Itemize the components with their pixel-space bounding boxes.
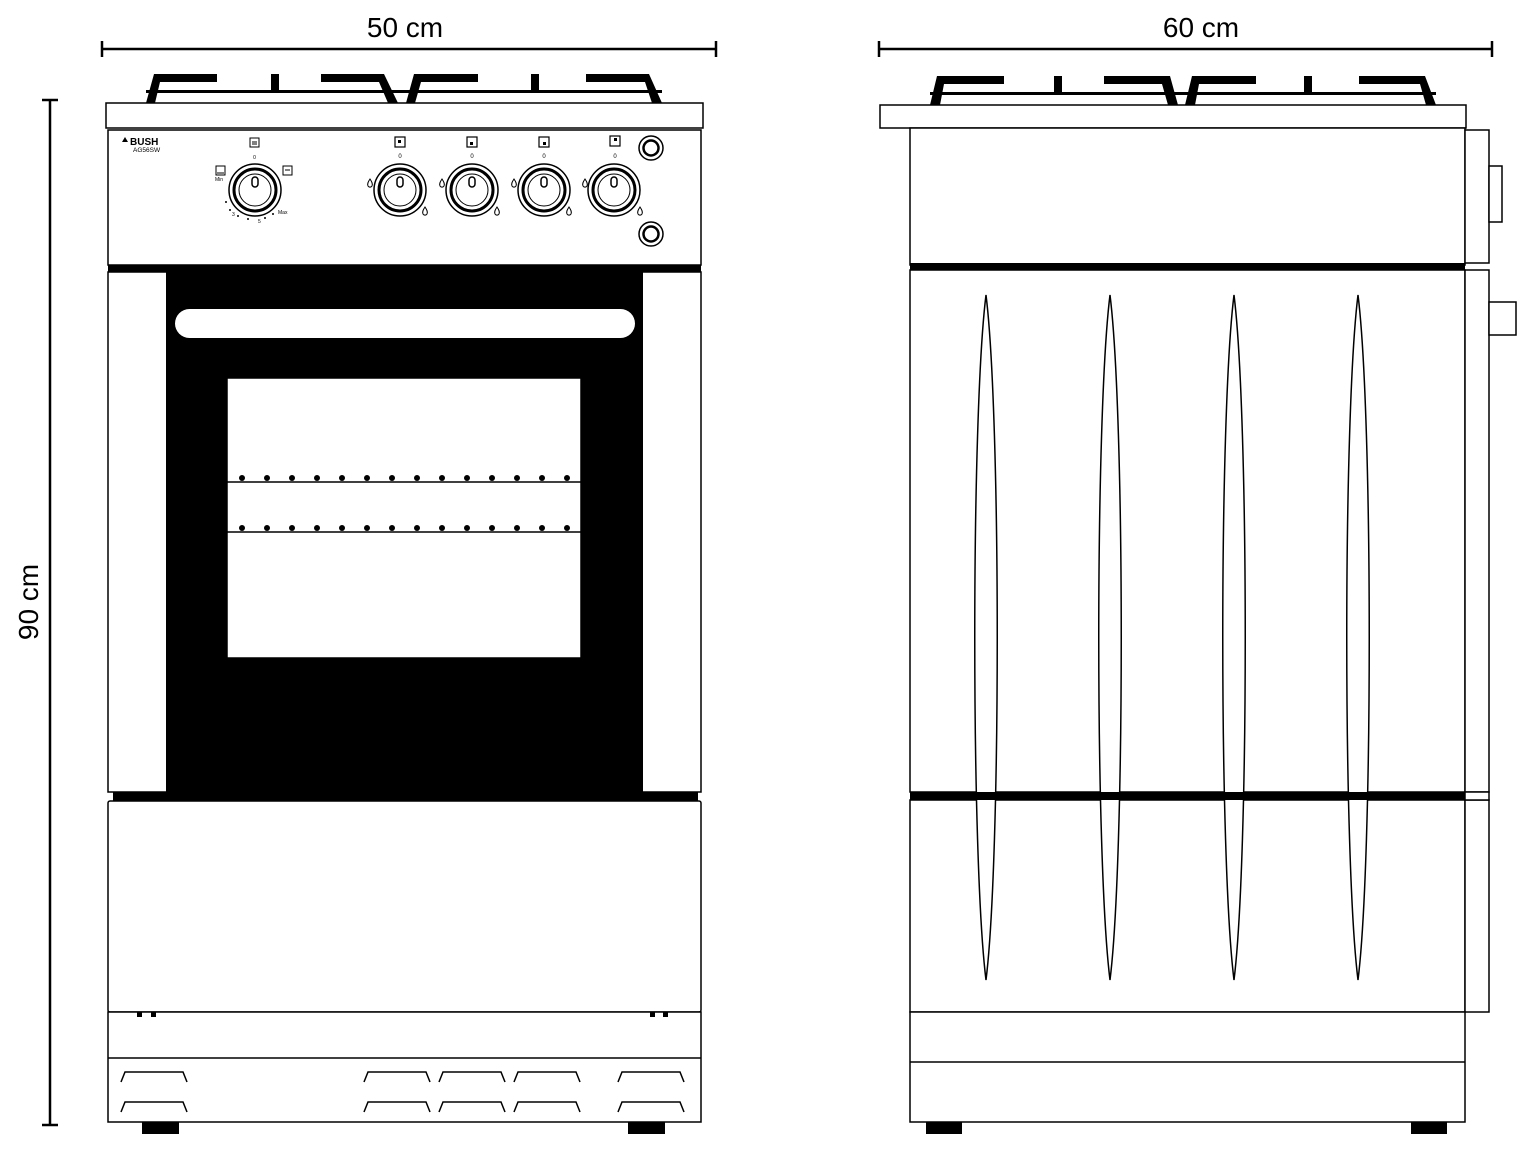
burner-knob-4: 0 xyxy=(582,135,643,218)
side-oven-section xyxy=(909,269,1466,793)
depth-label: 60 cm xyxy=(1163,12,1239,43)
shelf-dot xyxy=(514,475,520,481)
shelf-dot xyxy=(289,525,295,531)
width-dimension: 50 cm xyxy=(100,12,718,57)
side-handle-profile xyxy=(1488,301,1517,336)
shelf-dot xyxy=(464,525,470,531)
side-view xyxy=(879,76,1517,1134)
burner-knob-3-zero: 0 xyxy=(542,154,546,160)
shelf-dot xyxy=(364,525,370,531)
side-panel-ribs xyxy=(910,294,1490,981)
shelf-dot xyxy=(489,475,495,481)
oven-door-handle xyxy=(175,309,635,338)
front-plinth xyxy=(107,1011,702,1123)
front-view: BUSH AG56SW 0 Min Max 3 5 xyxy=(105,74,704,1134)
burner-knob-3: 0 xyxy=(511,136,572,218)
oven-temperature-knob: 0 Min Max 3 5 xyxy=(215,137,293,225)
burner-knob-1: 0 xyxy=(367,136,428,218)
burner-knob-2-zero: 0 xyxy=(470,154,474,160)
shelf-dot xyxy=(564,475,570,481)
shelf-dot xyxy=(389,475,395,481)
brand-name: BUSH xyxy=(130,137,158,148)
shelf-dot xyxy=(314,475,320,481)
shelf-dot xyxy=(539,525,545,531)
side-control-profile xyxy=(1464,129,1490,264)
shelf-dot xyxy=(539,475,545,481)
shelf-dot xyxy=(239,525,245,531)
oven-door xyxy=(107,271,702,793)
side-drawer-section xyxy=(909,799,1466,1013)
shelf-dot xyxy=(314,525,320,531)
oven-shelf-upper-dots xyxy=(239,475,570,481)
side-foot-right xyxy=(1411,1122,1447,1134)
side-door-profile xyxy=(1464,269,1490,793)
burner-knob-4-zero: 0 xyxy=(613,154,617,160)
brand-logo-icon xyxy=(122,137,128,142)
shelf-dot xyxy=(414,475,420,481)
control-panel: BUSH AG56SW 0 Min Max 3 5 xyxy=(107,129,702,266)
side-control-section xyxy=(909,127,1466,266)
side-knob-profile xyxy=(1488,165,1503,223)
width-label: 50 cm xyxy=(367,12,443,43)
shelf-dot xyxy=(339,525,345,531)
oven-knob-min: Min xyxy=(215,177,223,183)
shelf-dot xyxy=(464,475,470,481)
shelf-dot xyxy=(564,525,570,531)
ignition-button xyxy=(638,135,664,161)
side-pan-supports xyxy=(930,76,1436,105)
burner-knob-2: 0 xyxy=(439,136,500,218)
side-plinth xyxy=(909,1011,1466,1123)
burner-knob-1-zero: 0 xyxy=(398,154,402,160)
storage-drawer xyxy=(107,800,702,1013)
side-foot-left xyxy=(926,1122,962,1134)
shelf-dot xyxy=(439,475,445,481)
oven-window xyxy=(226,377,582,659)
front-pan-supports xyxy=(146,74,662,103)
oven-knob-zero: 0 xyxy=(253,155,256,161)
shelf-dot xyxy=(339,475,345,481)
shelf-dot xyxy=(514,525,520,531)
oven-knob-mark-5: 5 xyxy=(258,219,261,225)
shelf-dot xyxy=(364,475,370,481)
oven-knob-mark-3: 3 xyxy=(232,212,235,218)
light-button xyxy=(638,221,664,247)
shelf-dot xyxy=(289,475,295,481)
height-label: 90 cm xyxy=(13,564,44,640)
model-number: AG56SW xyxy=(133,147,161,154)
shelf-dot xyxy=(489,525,495,531)
front-foot-right xyxy=(628,1122,665,1134)
side-drawer-profile xyxy=(1464,799,1490,1013)
shelf-dot xyxy=(239,475,245,481)
shelf-dot xyxy=(439,525,445,531)
oven-knob-max: Max xyxy=(278,210,288,216)
height-dimension: 90 cm xyxy=(13,98,58,1127)
front-foot-left xyxy=(142,1122,179,1134)
depth-dimension: 60 cm xyxy=(877,12,1494,57)
side-hob-top xyxy=(879,104,1467,129)
oven-shelf-lower-dots xyxy=(239,525,570,531)
shelf-dot xyxy=(414,525,420,531)
shelf-dot xyxy=(389,525,395,531)
shelf-dot xyxy=(264,475,270,481)
front-hob-top xyxy=(105,102,704,129)
shelf-dot xyxy=(264,525,270,531)
